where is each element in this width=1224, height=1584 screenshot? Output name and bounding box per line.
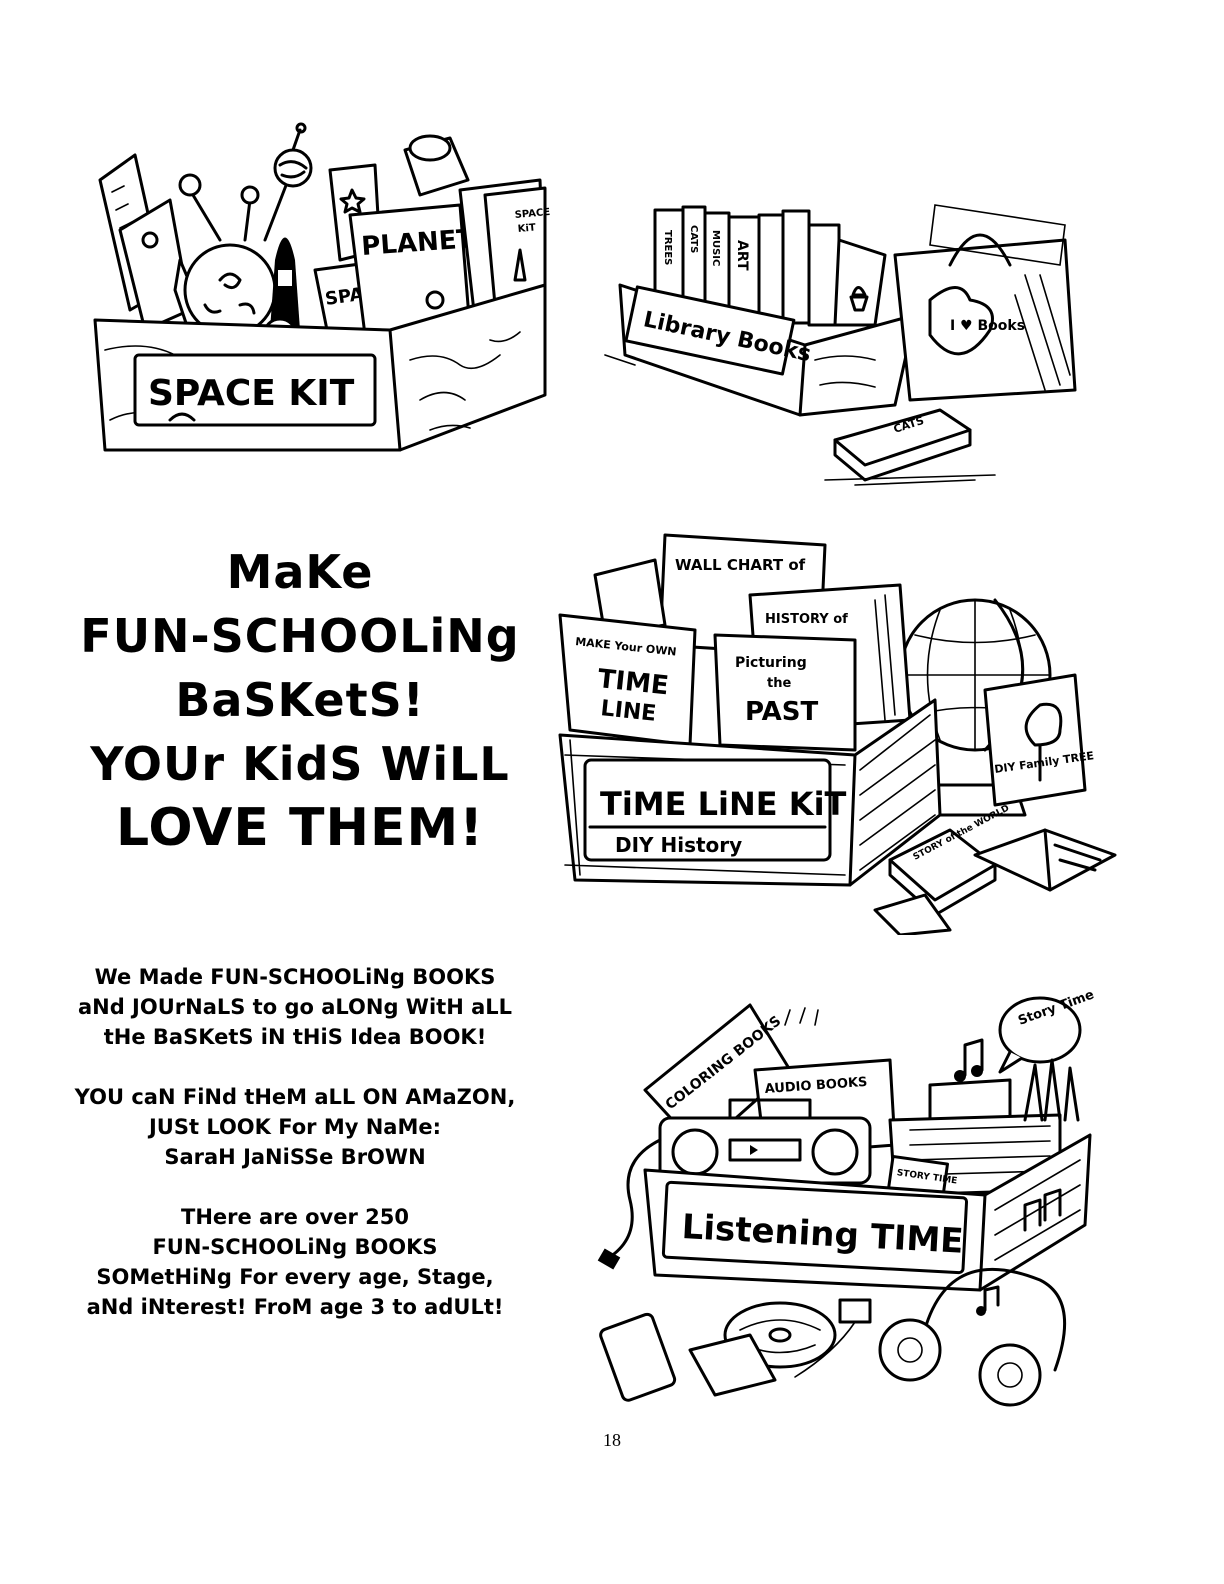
paragraph-over-250-books: THere are over 250 FUN-SCHOOLiNg BOOKS S… <box>60 1202 530 1322</box>
book-picturing: Picturing <box>735 655 807 671</box>
headline: MaKe FUN-SCHOOLiNg BaSKetS! YOUr KidS Wi… <box>70 540 530 860</box>
time-line-kit-label: TiME LiNE KiT <box>600 785 847 823</box>
paragraph-3-line-2: FUN-SCHOOLiNg BOOKS <box>152 1235 438 1259</box>
headline-line-5: LOVE THEM! <box>116 798 484 858</box>
body-text: We Made FUN-SCHOOLiNg BOOKS aNd JOUrNaLS… <box>60 962 530 1352</box>
spine-cats: CATS <box>688 225 699 253</box>
headline-line-3: BaSKetS! <box>175 673 425 727</box>
spine-music: MUSIC <box>710 230 721 266</box>
paragraph-1-line-1: We Made FUN-SCHOOLiNg BOOKS <box>94 965 496 989</box>
book-line: LINE <box>599 696 657 727</box>
headline-line-2: FUN-SCHOOLiNg <box>80 609 520 663</box>
paragraph-2-line-2: JUSt LOOK For My NaMe: <box>148 1115 442 1139</box>
library-books-illustration: TREES CATS MUSIC ART Library Books I ♥ B… <box>595 185 1095 490</box>
space-kit-label: SPACE KIT <box>148 373 355 414</box>
headline-line-4: YOUr KidS WiLL <box>90 737 510 791</box>
book-the: the <box>767 676 791 691</box>
bag-i-love-books: I ♥ Books <box>950 318 1025 334</box>
paragraph-books-and-journals: We Made FUN-SCHOOLiNg BOOKS aNd JOUrNaLS… <box>60 962 530 1052</box>
book-history-of: HISTORY of <box>765 612 848 627</box>
paragraph-2-line-1: YOU caN FiNd tHeM aLL ON AMaZON, <box>74 1085 516 1109</box>
paragraph-3-line-4: aNd iNterest! FroM age 3 to adULt! <box>86 1295 504 1319</box>
paragraph-1-line-3: tHe BaSKetS iN tHiS Idea BOOK! <box>103 1025 487 1049</box>
time-line-kit-illustration: WALL CHART of DIY Family TREE HISTORY of… <box>555 515 1125 935</box>
book-space-kit-line1: SPACE <box>514 207 550 221</box>
time-line-kit-subtitle: DIY History <box>615 833 742 857</box>
author-name: SaraH JaNiSSe BrOWN <box>164 1145 426 1169</box>
listening-time-illustration: Story Time COLORING BOOKS AUDIO BOOKS ST… <box>590 990 1110 1410</box>
book-past: PAST <box>745 697 819 727</box>
space-kit-illustration: SPACE PLANET SPACE KiT SPACE KIT <box>90 120 550 460</box>
paragraph-3-line-1: THere are over 250 <box>181 1205 409 1229</box>
paragraph-find-on-amazon: YOU caN FiNd tHeM aLL ON AMaZON, JUSt LO… <box>60 1082 530 1172</box>
book-wall-chart: WALL CHART of <box>675 556 806 574</box>
spine-art: ART <box>734 240 750 271</box>
book-time: TIME <box>596 664 670 701</box>
book-audio-books: AUDIO BOOKS <box>764 1075 868 1097</box>
page-number: 18 <box>603 1430 621 1450</box>
paragraph-1-line-2: aNd JOUrNaLS to go aLONg WitH aLL <box>77 995 513 1019</box>
book-space-kit-line2: KiT <box>517 222 536 235</box>
spine-trees: TREES <box>662 230 673 265</box>
paragraph-3-line-3: SOMetHiNg For every age, Stage, <box>96 1265 494 1289</box>
headline-line-1: MaKe <box>226 545 374 599</box>
